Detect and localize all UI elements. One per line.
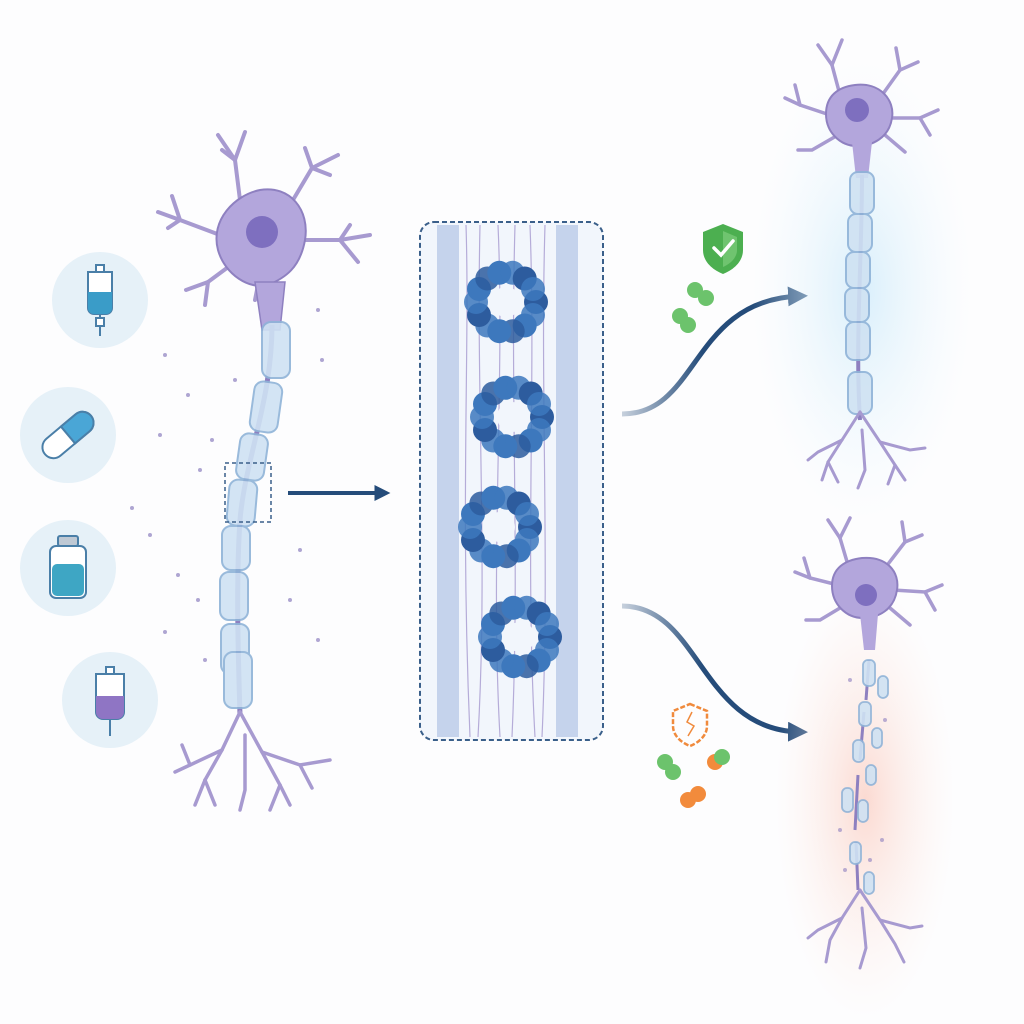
protein-ring xyxy=(478,595,562,679)
medication-icons xyxy=(20,252,158,748)
protein-ring xyxy=(464,260,548,344)
myelin-sheath xyxy=(219,321,291,709)
damaging-molecules xyxy=(657,749,730,808)
inset-zoom-panel xyxy=(419,221,604,741)
protein-ring xyxy=(458,485,542,569)
zoom-region-box xyxy=(224,462,272,523)
protected-neuron xyxy=(752,38,972,520)
protein-pore xyxy=(485,512,515,542)
protective-molecules xyxy=(672,282,714,333)
protein-pore xyxy=(505,622,535,652)
protein-subunit xyxy=(527,392,551,416)
protein-subunit xyxy=(521,277,545,301)
vial-icon xyxy=(20,520,116,616)
inset-wall-right xyxy=(556,225,578,737)
protein-subunit xyxy=(535,612,559,636)
iv-bag-icon xyxy=(52,252,148,348)
protein-pore xyxy=(491,287,521,317)
inset-wall-left xyxy=(437,225,459,737)
capsule-icon xyxy=(20,387,116,483)
iv-bag-icon xyxy=(62,652,158,748)
main-neuron xyxy=(156,130,372,812)
arrow-to-damaged xyxy=(621,603,808,742)
protein-pore xyxy=(497,402,527,432)
damaged-neuron xyxy=(775,516,955,1020)
protein-rings xyxy=(458,260,562,679)
drug-particles xyxy=(130,308,324,662)
protein-ring xyxy=(470,375,554,459)
shield-check-icon xyxy=(703,224,743,274)
nucleus xyxy=(246,216,278,248)
dendrites xyxy=(156,130,372,307)
protein-subunit xyxy=(515,502,539,526)
axon-terminals xyxy=(173,710,332,812)
broken-shield-icon xyxy=(671,702,709,748)
